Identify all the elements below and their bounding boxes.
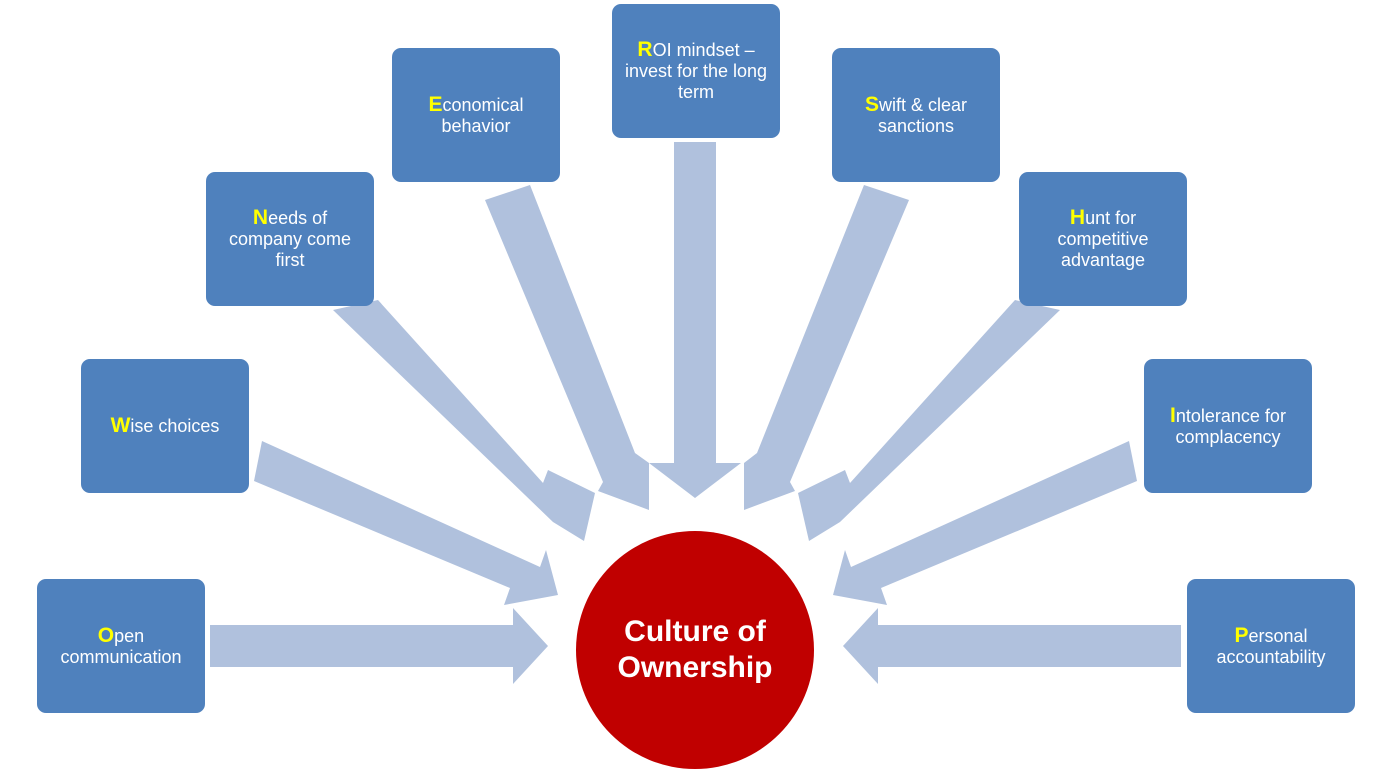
box-intolerance: Intolerance for complacency xyxy=(1144,359,1312,493)
arrow-hunt xyxy=(798,300,1060,541)
box-text: wift & clear sanctions xyxy=(877,94,968,136)
center-circle: Culture of Ownership xyxy=(576,531,814,769)
box-initial-letter: O xyxy=(97,623,115,647)
arrow-economical xyxy=(485,185,649,510)
arrow-intolerance xyxy=(833,441,1137,605)
box-label: Wise choices xyxy=(111,415,220,437)
box-label: Personal accountability xyxy=(1197,625,1345,668)
center-label: Culture of Ownership xyxy=(617,614,772,686)
box-economical: Economical behavior xyxy=(392,48,560,182)
box-open-communication: Open communication xyxy=(37,579,205,713)
box-label: Economical behavior xyxy=(402,94,550,137)
box-initial-letter: E xyxy=(428,92,443,116)
box-hunt: Hunt for competitive advantage xyxy=(1019,172,1187,306)
box-personal: Personal accountability xyxy=(1187,579,1355,713)
arrow-personal xyxy=(843,608,1181,684)
box-label: Swift & clear sanctions xyxy=(842,94,990,137)
box-roi: ROI mindset – invest for the long term xyxy=(612,4,780,138)
box-label: ROI mindset – invest for the long term xyxy=(622,39,770,103)
box-initial-letter: H xyxy=(1069,206,1086,229)
center-label-line2: Ownership xyxy=(617,651,773,684)
box-wise-choices: Wise choices xyxy=(81,359,249,493)
arrow-needs-company xyxy=(333,300,595,541)
box-text: pen communication xyxy=(60,625,182,667)
box-text: eeds of company come first xyxy=(228,208,352,270)
box-initial-letter: S xyxy=(864,92,879,116)
arrow-roi xyxy=(649,142,741,498)
box-swift: Swift & clear sanctions xyxy=(832,48,1000,182)
box-needs-company: Needs of company come first xyxy=(206,172,374,306)
box-text: ntolerance for complacency xyxy=(1175,405,1286,447)
arrow-wise-choices xyxy=(254,441,558,605)
box-text: conomical behavior xyxy=(441,94,524,136)
box-initial-letter: N xyxy=(252,206,269,229)
box-label: Open communication xyxy=(47,625,195,668)
box-initial-letter: R xyxy=(637,38,653,61)
arrow-open-communication xyxy=(210,608,548,684)
center-label-line1: Culture of xyxy=(624,615,766,648)
box-text: ersonal accountability xyxy=(1216,625,1326,667)
box-text: unt for competitive advantage xyxy=(1057,208,1149,270)
box-label: Hunt for competitive advantage xyxy=(1029,207,1177,271)
box-text: OI mindset – invest for the long term xyxy=(624,40,768,102)
box-label: Needs of company come first xyxy=(216,207,364,271)
box-initial-letter: P xyxy=(1234,623,1249,647)
box-label: Intolerance for complacency xyxy=(1154,405,1302,448)
box-initial-letter: I xyxy=(1170,403,1176,427)
box-text: ise choices xyxy=(130,416,220,436)
arrow-swift xyxy=(744,185,909,510)
box-initial-letter: W xyxy=(110,414,131,437)
